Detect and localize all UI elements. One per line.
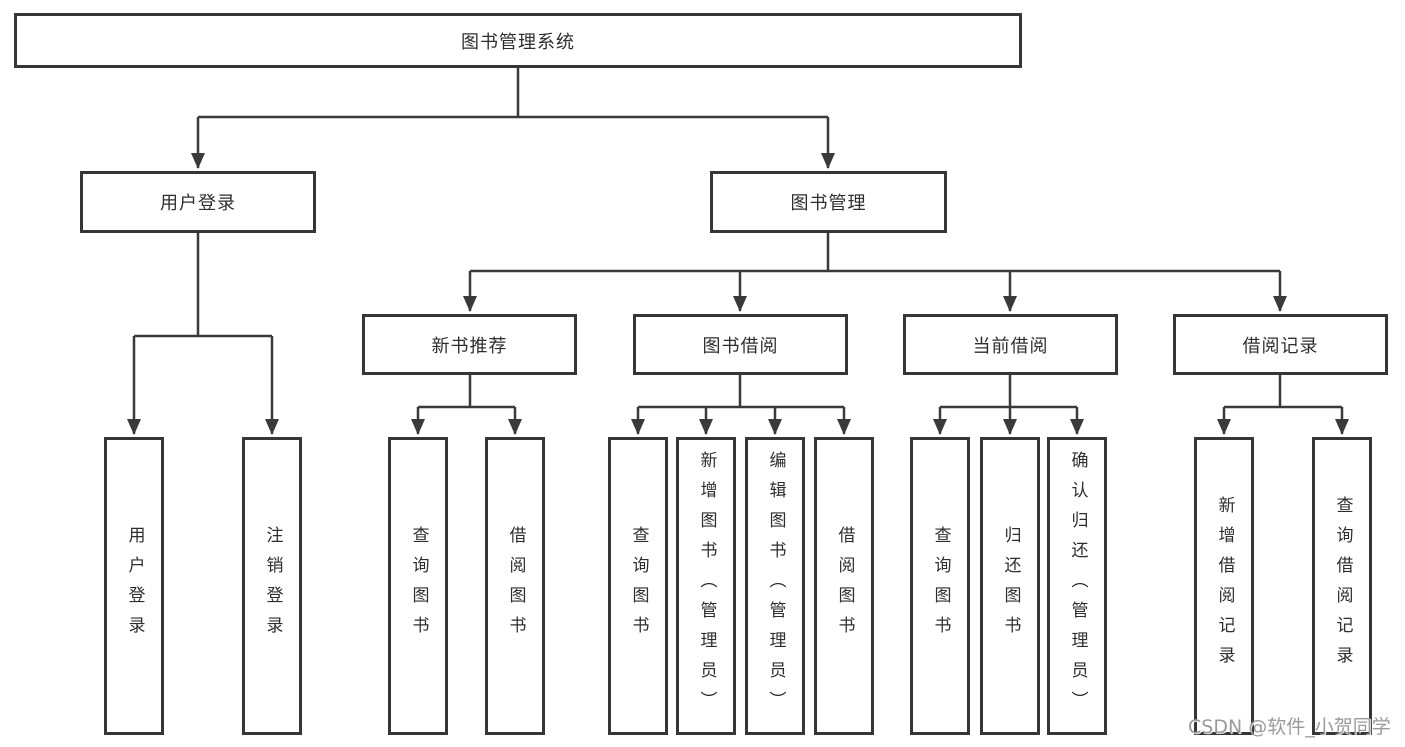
leaf-cb-confirm-return-admin-label: 确认归还（管理员）: [1067, 451, 1088, 721]
node-book-management-label: 图书管理: [790, 193, 867, 214]
leaf-nb-borrow-books: 借阅图书: [485, 437, 545, 735]
leaf-bb-query-books-label: 查询图书: [628, 526, 649, 646]
leaf-cb-return-books-label: 归还图书: [1000, 526, 1021, 646]
leaf-nb-borrow-books-label: 借阅图书: [505, 526, 526, 646]
node-book-borrow: 图书借阅: [633, 314, 848, 375]
leaf-bb-add-books-admin: 新增图书（管理员）: [676, 437, 736, 735]
leaf-br-query-record: 查询借阅记录: [1312, 437, 1372, 735]
leaf-nb-query-books-label: 查询图书: [408, 526, 429, 646]
node-root-label: 图书管理系统: [461, 31, 575, 53]
node-current-borrow: 当前借阅: [903, 314, 1118, 375]
leaf-bb-edit-books-admin: 编辑图书（管理员）: [745, 437, 805, 735]
leaf-bb-edit-books-admin-label: 编辑图书（管理员）: [765, 451, 786, 721]
node-borrow-records-label: 借阅记录: [1242, 335, 1319, 357]
node-new-book-recommend: 新书推荐: [362, 314, 577, 375]
leaf-bb-query-books: 查询图书: [608, 437, 668, 735]
leaf-br-add-record-label: 新增借阅记录: [1214, 496, 1235, 676]
node-book-borrow-label: 图书借阅: [702, 335, 779, 357]
leaf-logout: 注销登录: [242, 437, 302, 735]
node-user-login-group-label: 用户登录: [160, 193, 236, 214]
leaf-cb-query-books-label: 查询图书: [930, 526, 951, 646]
node-book-management: 图书管理: [710, 171, 947, 233]
leaf-user-login: 用户登录: [104, 437, 164, 735]
leaf-cb-return-books: 归还图书: [980, 437, 1040, 735]
leaf-logout-label: 注销登录: [262, 526, 283, 646]
node-root: 图书管理系统: [14, 13, 1022, 68]
leaf-br-query-record-label: 查询借阅记录: [1332, 496, 1353, 676]
leaf-bb-borrow-books-label: 借阅图书: [834, 526, 855, 646]
node-current-borrow-label: 当前借阅: [972, 335, 1049, 357]
csdn-watermark: CSDN @软件_小贺同学: [1188, 716, 1391, 738]
leaf-cb-query-books: 查询图书: [910, 437, 970, 735]
leaf-br-add-record: 新增借阅记录: [1194, 437, 1254, 735]
leaf-nb-query-books: 查询图书: [388, 437, 448, 735]
node-user-login-group: 用户登录: [80, 171, 316, 233]
leaf-bb-add-books-admin-label: 新增图书（管理员）: [696, 451, 717, 721]
leaf-bb-borrow-books: 借阅图书: [814, 437, 874, 735]
leaf-user-login-label: 用户登录: [124, 526, 145, 646]
node-new-book-recommend-label: 新书推荐: [431, 335, 508, 357]
leaf-cb-confirm-return-admin: 确认归还（管理员）: [1047, 437, 1107, 735]
node-borrow-records: 借阅记录: [1173, 314, 1388, 375]
